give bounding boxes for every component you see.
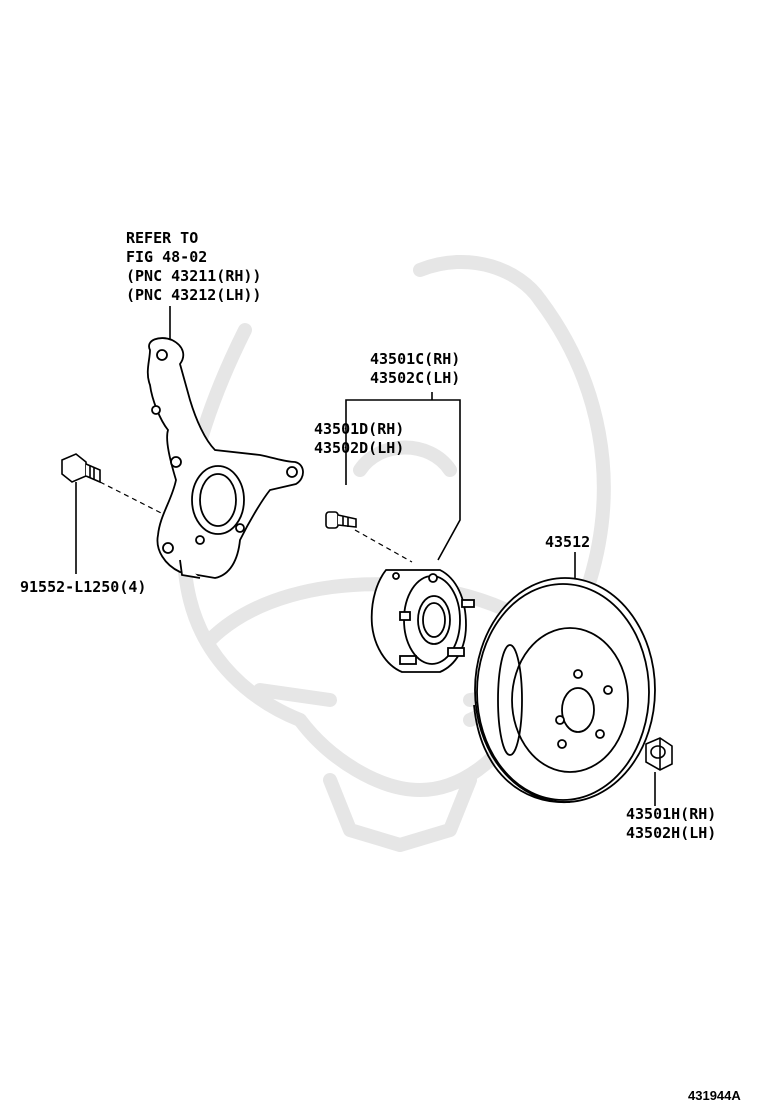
hub-bolt-callout[interactable]: 43501D(RH) 43502D(LH) (314, 420, 404, 458)
nut-rh-label: 43501H(RH) (626, 805, 717, 823)
knuckle-refer-line1: REFER TO (126, 229, 199, 247)
knuckle-refer-line2: FIG 48-02 (126, 248, 208, 266)
knuckle-refer-line4: (PNC 43212(LH)) (126, 286, 262, 304)
hub-assy-lh-label: 43502C(LH) (370, 369, 461, 387)
knuckle-refer-line3: (PNC 43211(RH)) (126, 267, 262, 285)
hub-assy-leader-line (345, 399, 461, 561)
hub-assy-callout[interactable]: 43501C(RH) 43502C(LH) (370, 350, 460, 388)
bolt-part (61, 453, 101, 484)
disc-callout[interactable]: 43512 (545, 533, 590, 552)
hub-bearing-part (370, 569, 475, 673)
nut-callout[interactable]: 43501H(RH) 43502H(LH) (626, 805, 716, 843)
nut-lh-label: 43502H(LH) (626, 824, 717, 842)
hub-nut-part (645, 737, 673, 771)
bolt-part-label: 91552-L1250(4) (20, 578, 147, 596)
hub-bolt-lh-label: 43502D(LH) (314, 439, 405, 457)
steering-knuckle-part (146, 337, 304, 579)
disc-part-label: 43512 (545, 533, 591, 551)
assembly-lines (99, 481, 413, 563)
hub-bolt-assembly-line (354, 529, 413, 563)
hub-bolt-part (325, 511, 357, 529)
brake-disc-part (473, 577, 656, 803)
figure-id-label: 431944A (688, 1088, 741, 1103)
hub-bolt-rh-label: 43501D(RH) (314, 420, 405, 438)
knuckle-refer-callout[interactable]: REFER TO FIG 48-02 (PNC 43211(RH)) (PNC … (126, 229, 261, 305)
hub-assy-rh-label: 43501C(RH) (370, 350, 461, 368)
bolt-callout[interactable]: 91552-L1250(4) (20, 578, 146, 597)
